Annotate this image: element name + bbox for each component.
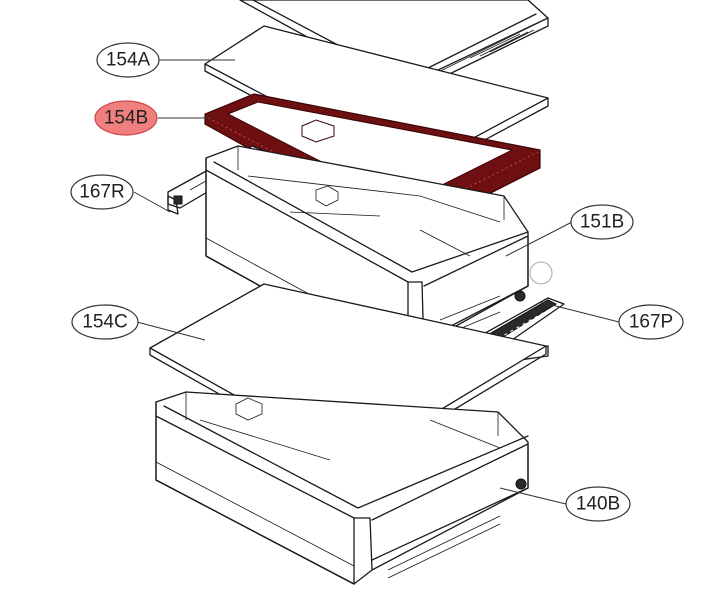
callout-140B-label: 140B (576, 494, 620, 515)
leader-151B (505, 221, 573, 257)
callout-167R-label: 167R (79, 182, 124, 203)
callout-154A[interactable]: 154A (96, 42, 160, 78)
callout-140B[interactable]: 140B (565, 486, 631, 522)
callout-154C[interactable]: 154C (71, 304, 139, 340)
leader-167R (133, 191, 171, 213)
leader-154C (136, 321, 206, 341)
callout-154B-label: 154B (104, 108, 148, 129)
callout-154A-label: 154A (106, 50, 151, 71)
callout-151B-label: 151B (580, 212, 624, 233)
leader-140B (499, 487, 567, 505)
callout-154B[interactable]: 154B (94, 100, 158, 136)
callout-167P-label: 167P (629, 312, 673, 333)
leader-lines (133, 59, 620, 505)
callout-151B[interactable]: 151B (570, 204, 634, 240)
callout-167P[interactable]: 167P (618, 304, 684, 340)
leader-167P (539, 301, 620, 323)
part-140B-drawer (155, 391, 529, 585)
callout-154C-label: 154C (82, 312, 127, 333)
callout-167R[interactable]: 167R (70, 174, 134, 210)
